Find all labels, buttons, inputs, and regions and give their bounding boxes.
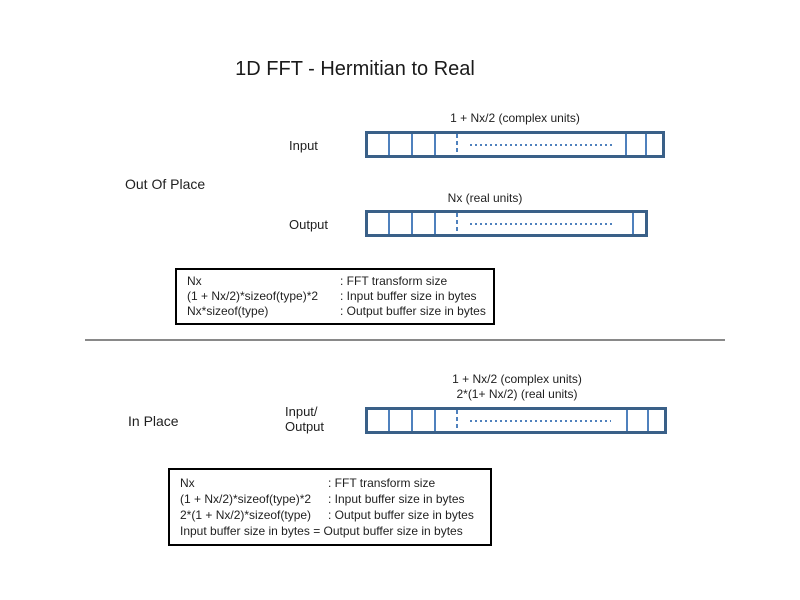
info-expression: Nx [187,274,202,288]
buffer-label-input: Input [289,138,318,153]
buffer-cell-divider [434,134,436,155]
info-footer-equality: Input buffer size in bytes = Output buff… [180,524,463,538]
info-row: Nx*sizeof(type) : Output buffer size in … [187,304,493,319]
buffer-cell-divider [647,410,649,431]
buffer-cell-divider [625,134,627,155]
buffer-diagram-input [365,131,665,158]
buffer-dashed-divider [456,213,458,234]
info-expression: Nx [180,476,195,490]
buffer-cell-divider [434,213,436,234]
info-row: (1 + Nx/2)*sizeof(type)*2 : Input buffer… [187,289,493,304]
annotation-real-units: 2*(1+ Nx/2) (real units) [456,387,578,401]
buffer-cell-divider [388,213,390,234]
buffer-dashed-divider [456,410,458,431]
info-description: : Output buffer size in bytes [340,304,486,318]
info-expression: Nx*sizeof(type) [187,304,269,318]
info-expression: (1 + Nx/2)*sizeof(type)*2 [187,289,319,303]
info-row: (1 + Nx/2)*sizeof(type)*2 : Input buffer… [180,491,490,507]
annotation-inout-buffer-size: 1 + Nx/2 (complex units) 2*(1+ Nx/2) (re… [366,372,668,402]
buffer-cell-divider [388,410,390,431]
annotation-complex-units: 1 + Nx/2 (complex units) [452,372,582,386]
buffer-cell-divider [434,410,436,431]
annotation-output-buffer-size: Nx (real units) [447,191,523,205]
buffer-label-input-output: Input/ Output [285,404,324,434]
info-box-in-place: Nx : FFT transform size (1 + Nx/2)*sizeo… [168,468,492,546]
info-description: : Input buffer size in bytes [328,492,465,506]
section-label-in-place: In Place [128,413,179,429]
buffer-ellipsis-dots [470,143,612,146]
info-description: : FFT transform size [340,274,448,288]
buffer-diagram-output [365,210,648,237]
info-row: Nx : FFT transform size [180,475,490,491]
buffer-dashed-divider [456,134,458,155]
buffer-cell-divider [411,134,413,155]
info-description: : Input buffer size in bytes [340,289,477,303]
buffer-cell-divider [626,410,628,431]
info-description: : FFT transform size [328,476,436,490]
section-divider [85,339,725,341]
buffer-diagram-input-output [365,407,667,434]
buffer-ellipsis-dots [470,222,612,225]
page-title: 1D FFT - Hermitian to Real [235,58,475,80]
info-expression: (1 + Nx/2)*sizeof(type)*2 [180,492,312,506]
buffer-label-output: Output [289,217,329,232]
buffer-ellipsis-dots [470,419,611,422]
info-description: : Output buffer size in bytes [328,508,474,522]
buffer-cell-divider [411,213,413,234]
info-expression: 2*(1 + Nx/2)*sizeof(type) [180,508,312,522]
info-row: Nx : FFT transform size [187,274,493,289]
buffer-cell-divider [632,213,634,234]
buffer-cell-divider [388,134,390,155]
buffer-cell-divider [411,410,413,431]
buffer-label-input-line: Input/ [285,404,318,419]
annotation-input-buffer-size: 1 + Nx/2 (complex units) [450,111,580,125]
info-box-out-of-place: Nx : FFT transform size (1 + Nx/2)*sizeo… [175,268,495,325]
section-label-out-of-place: Out Of Place [125,176,206,192]
buffer-label-output-line: Output [285,419,325,434]
info-row: 2*(1 + Nx/2)*sizeof(type) : Output buffe… [180,507,490,523]
buffer-cell-divider [645,134,647,155]
